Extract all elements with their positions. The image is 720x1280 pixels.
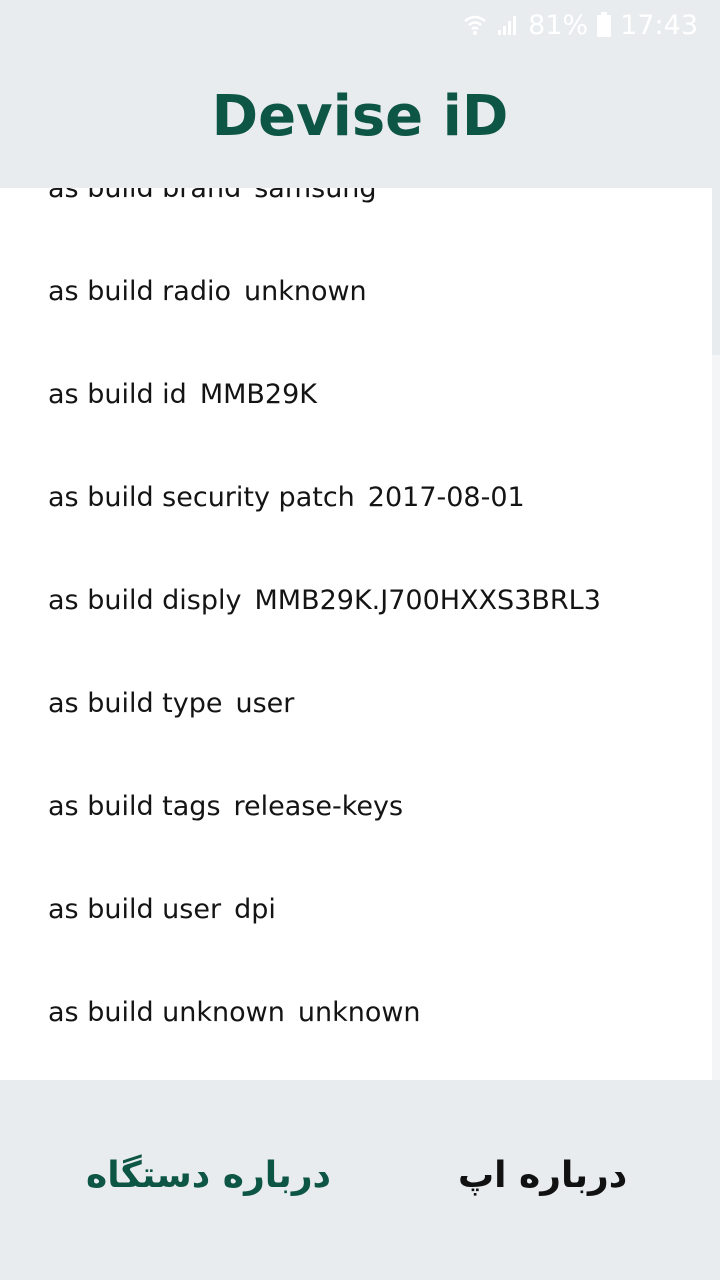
app-header: Devise iD (0, 50, 720, 188)
scrollbar[interactable] (712, 355, 720, 1080)
item-label: as build unknown (48, 997, 285, 1028)
item-value: MMB29K (199, 379, 317, 410)
item-value: unknown (297, 997, 421, 1028)
list-item: as build id MMB29K (48, 381, 317, 408)
app-title: Devise iD (211, 83, 509, 149)
clock: 17:43 (620, 9, 698, 41)
list-item: as build brand samsung (48, 188, 377, 202)
about-device-button[interactable]: درباره دستگاه (86, 1155, 332, 1196)
item-value: unknown (243, 276, 367, 307)
item-label: as build type (48, 688, 223, 719)
battery-icon (596, 12, 612, 38)
list-item: as build disply MMB29K.J700HXXS3BRL3 (48, 587, 601, 614)
bottom-nav (0, 1080, 720, 1280)
item-label: as build disply (48, 585, 242, 616)
item-label: as build user (48, 894, 222, 925)
item-value: samsung (254, 188, 377, 204)
item-value: user (235, 688, 295, 719)
item-value: release-keys (233, 791, 404, 822)
about-app-button[interactable]: درباره اپ (458, 1155, 628, 1196)
item-value: MMB29K.J700HXXS3BRL3 (254, 585, 601, 616)
status-bar: 81% 17:43 (0, 0, 720, 50)
list-item: as build type user (48, 690, 294, 717)
list-item: as build radio unknown (48, 278, 367, 305)
signal-icon (496, 13, 520, 37)
item-label: as build brand (48, 188, 242, 204)
item-value: dpi (234, 894, 276, 925)
list-item: as build tags release-keys (48, 793, 403, 820)
item-label: as build radio (48, 276, 231, 307)
list-item: as build security patch 2017-08-01 (48, 484, 525, 511)
list-item: as build unknown unknown (48, 999, 421, 1026)
item-label: as build tags (48, 791, 221, 822)
item-label: as build security patch (48, 482, 355, 513)
wifi-icon (462, 12, 488, 38)
battery-percent: 81% (528, 9, 589, 41)
device-info-list[interactable]: as build brand samsung as build radio unkn… (0, 188, 712, 1080)
item-label: as build id (48, 379, 187, 410)
item-value: 2017-08-01 (367, 482, 525, 513)
list-item: as build user dpi (48, 896, 276, 923)
